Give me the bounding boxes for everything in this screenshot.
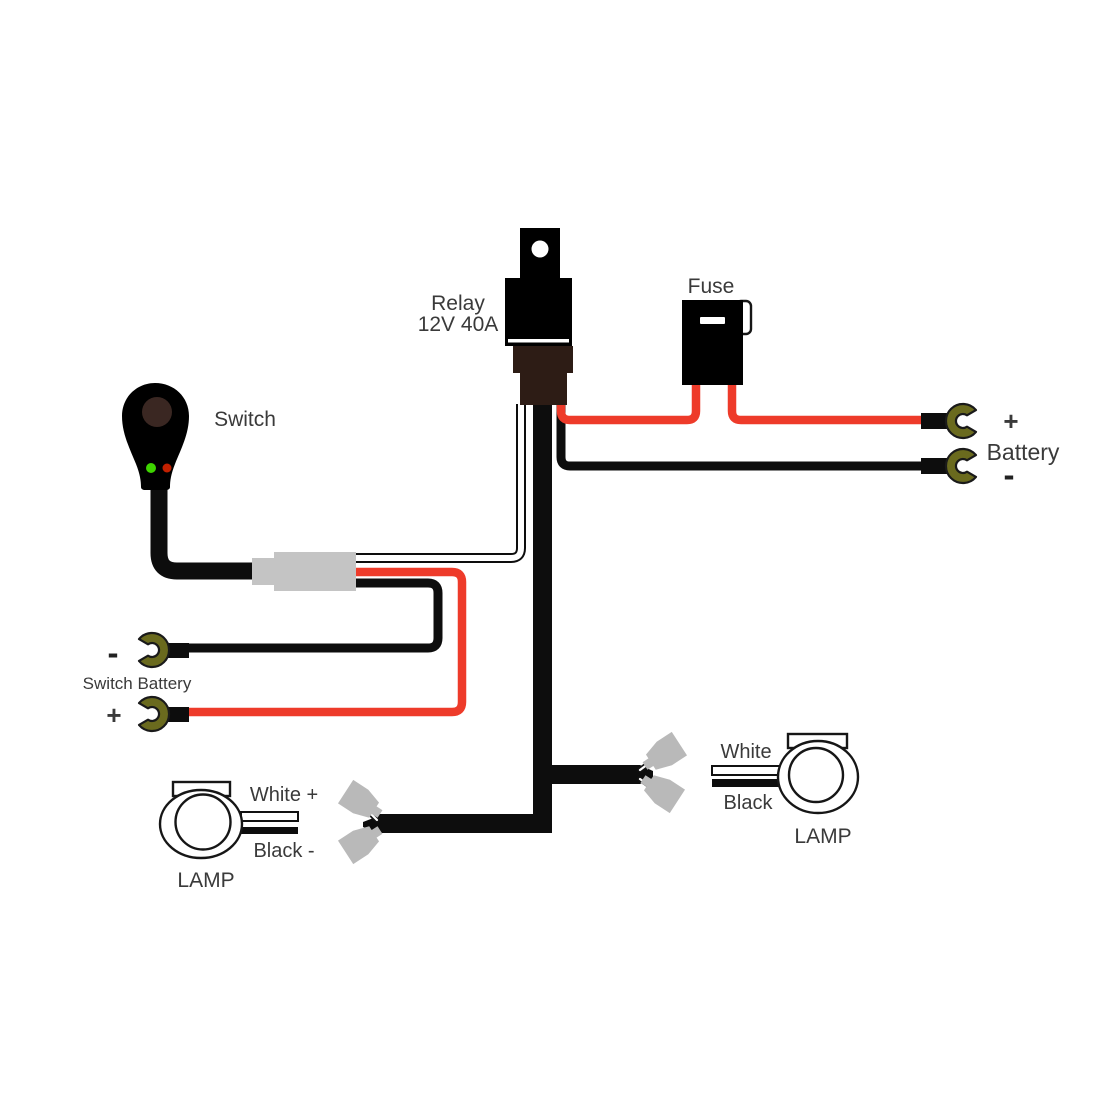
switch-led-green	[146, 463, 156, 473]
wire-black-relay-to-battery-negative	[556, 403, 924, 471]
battery-label: Battery	[987, 439, 1060, 465]
trunk-branch-left	[376, 814, 552, 833]
lamp-black-wire	[712, 779, 780, 787]
lamp-lens	[174, 793, 232, 851]
main-harness-trunk	[363, 404, 653, 833]
switch-connector	[252, 552, 356, 591]
lamp-right-white-label: White	[720, 741, 771, 763]
battery-positive-terminal	[921, 402, 978, 440]
relay-label-line2: 12V 40A	[418, 313, 499, 336]
lamp-white-wire	[711, 765, 781, 776]
lamp-left-label: LAMP	[177, 869, 234, 892]
fork-terminal	[137, 631, 171, 669]
fuse-body	[682, 300, 743, 385]
battery-negative-terminal	[921, 447, 978, 485]
switch-led-red	[162, 463, 172, 473]
fuse	[682, 299, 753, 385]
relay-socket	[513, 346, 573, 405]
lamp-left-black-label: Black -	[253, 840, 314, 862]
relay-mount-hole	[531, 240, 549, 258]
lamp-white-wire	[240, 811, 299, 822]
wire-white-outline	[355, 404, 526, 563]
switch-connector-plug	[252, 558, 276, 585]
trunk-vertical	[533, 404, 552, 833]
wire-red-fuse-to-battery-positive	[727, 385, 924, 425]
switch-label: Switch	[214, 408, 276, 431]
switch-battery-label: Switch Battery	[83, 674, 192, 693]
switch-battery-plus-sign: +	[106, 700, 121, 730]
terminal-sleeve	[921, 458, 949, 474]
switch	[122, 383, 189, 490]
battery-minus-sign: -	[1004, 456, 1015, 493]
wire-white-connector-to-relay	[355, 404, 524, 561]
switch-battery-negative-terminal	[137, 631, 189, 669]
wire-red-relay-to-fuse	[556, 385, 701, 425]
fuse-window	[700, 317, 725, 324]
terminal-sleeve	[164, 643, 189, 658]
fork-terminal	[944, 402, 978, 440]
fork-terminal	[944, 447, 978, 485]
terminal-sleeve	[921, 413, 949, 429]
fork-terminal	[137, 695, 171, 733]
fuse-label: Fuse	[688, 275, 735, 298]
wire-black-connector-to-switch-battery-negative	[189, 578, 443, 653]
lamp-black-wire	[241, 827, 298, 834]
terminal-sleeve	[164, 707, 189, 722]
lamp-left	[158, 780, 299, 860]
relay-body	[505, 278, 572, 346]
relay-body-seam	[508, 339, 569, 343]
switch-body	[122, 383, 189, 490]
lamp-right	[711, 732, 860, 815]
lamp-lens	[787, 746, 845, 804]
lamp-right-black-label: Black	[724, 792, 774, 814]
lamp-right-label: LAMP	[794, 825, 851, 848]
switch-cable	[150, 476, 256, 580]
relay-label-line1: Relay	[431, 292, 485, 315]
trunk-branch-right	[552, 765, 640, 784]
switch-connector-body	[274, 552, 356, 591]
wire-red-connector-to-switch-battery-positive	[189, 567, 467, 717]
switch-button	[142, 397, 172, 427]
lamp-left-white-label: White +	[250, 784, 318, 806]
switch-battery-minus-sign: -	[108, 634, 119, 671]
relay	[505, 228, 573, 405]
switch-battery-positive-terminal	[137, 695, 189, 733]
battery-plus-sign: +	[1003, 406, 1018, 436]
